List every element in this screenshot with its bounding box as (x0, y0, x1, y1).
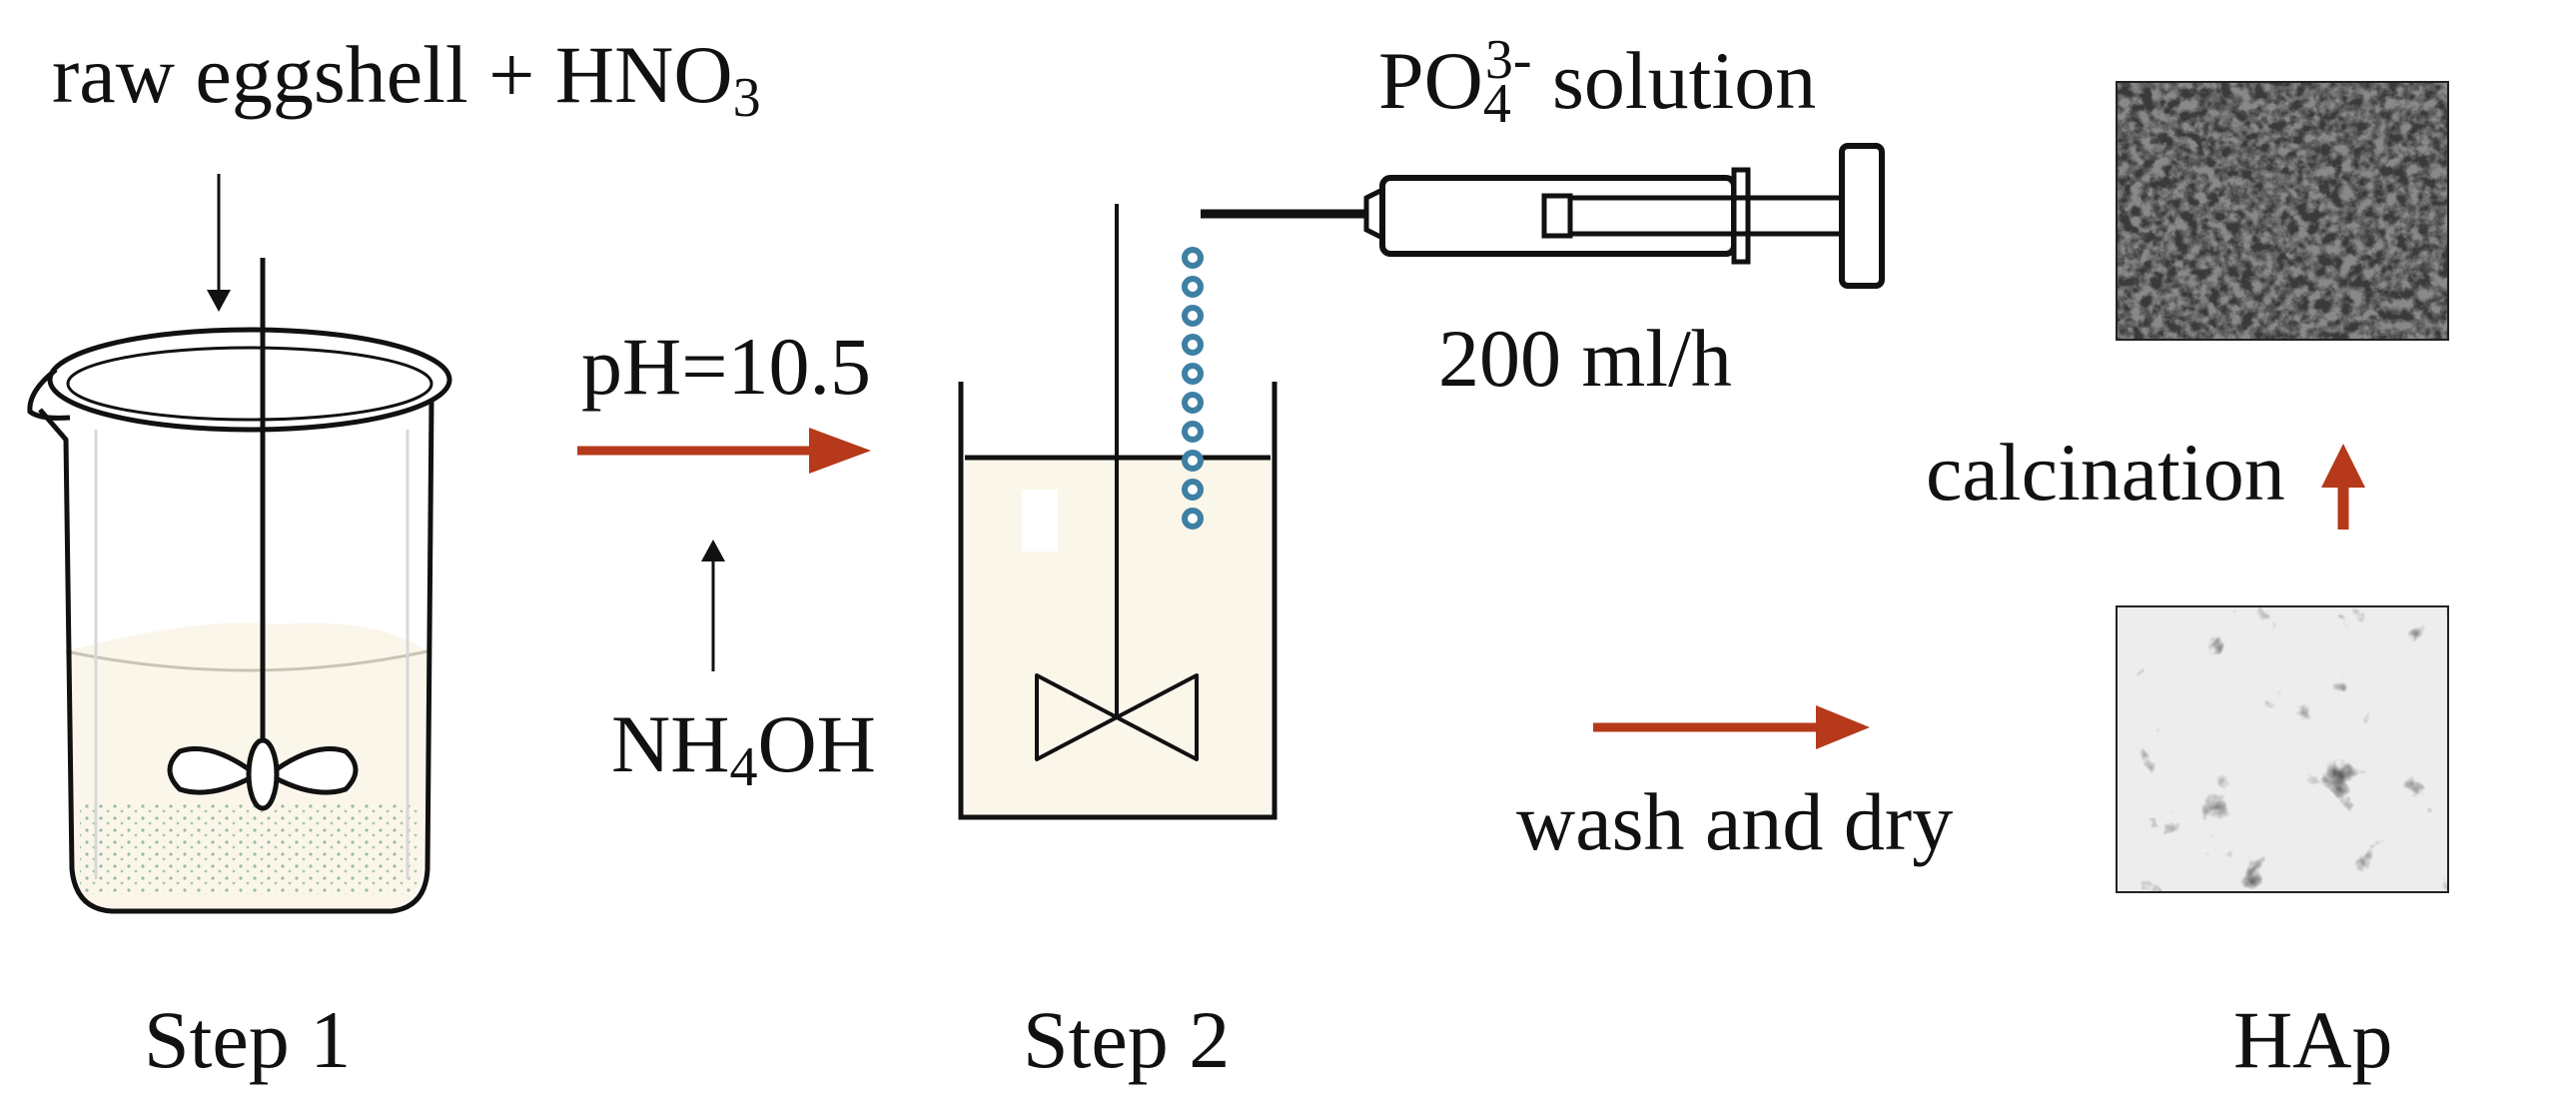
phosphate-droplets (1182, 247, 1204, 530)
droplet (1182, 508, 1204, 530)
droplet (1182, 276, 1204, 298)
reactants-text: raw eggshell + HNO (52, 29, 733, 120)
reactant-down-arrow (207, 174, 231, 312)
flow-rate-label: 200 ml/h (1438, 313, 1732, 404)
syringe-plunger-head (1541, 193, 1573, 239)
wash-dry-arrow (1593, 705, 1870, 749)
eggshell-sediment (80, 804, 420, 894)
phosphate-label: PO43- solution (1378, 29, 1817, 135)
syringe-thumb-rest (1839, 143, 1885, 289)
sem-micrograph-as-prepared-icon (2116, 605, 2449, 893)
droplet (1182, 305, 1204, 327)
calcination-up-arrow (2321, 444, 2365, 530)
ph-label: pH=10.5 (581, 326, 871, 408)
syringe-flange (1731, 167, 1751, 265)
base-label: NH4OH (611, 698, 876, 798)
droplet (1182, 334, 1204, 356)
ph-text: pH=10.5 (581, 321, 871, 412)
reactor-vessel-with-paddle-stirrer-icon (958, 204, 1278, 820)
propeller-blade-left (167, 746, 255, 795)
beaker-solution-surface (65, 649, 429, 672)
calcination-label: calcination (1926, 427, 2285, 518)
droplet (1182, 421, 1204, 443)
step2-label: Step 2 (1023, 994, 1231, 1085)
droplet (1182, 392, 1204, 414)
sem-micrograph-calcined-icon (2116, 81, 2449, 341)
wash-dry-label: wash and dry (1516, 776, 1954, 867)
ph-adjust-arrow (577, 428, 871, 474)
base-addition-up-arrow (701, 540, 725, 671)
reactants-label: raw eggshell + HNO3 (52, 34, 761, 127)
reactants-subscript: 3 (732, 67, 761, 129)
step1-label: Step 1 (144, 994, 352, 1085)
propeller-hub (246, 737, 280, 811)
droplet (1182, 479, 1204, 501)
beaker-wall (38, 399, 434, 914)
droplet (1182, 363, 1204, 385)
propeller-blade-right (271, 746, 359, 795)
droplet (1182, 450, 1204, 472)
reactor-paddle (1035, 673, 1199, 761)
syringe-pump-icon (1201, 143, 1885, 289)
product-label: HAp (2233, 994, 2393, 1085)
beaker-with-propeller-stirrer-icon (27, 258, 452, 914)
beaker-spout (27, 368, 71, 421)
beaker-rim (47, 327, 452, 433)
droplet (1182, 247, 1204, 269)
reactor-wall (958, 382, 1278, 820)
